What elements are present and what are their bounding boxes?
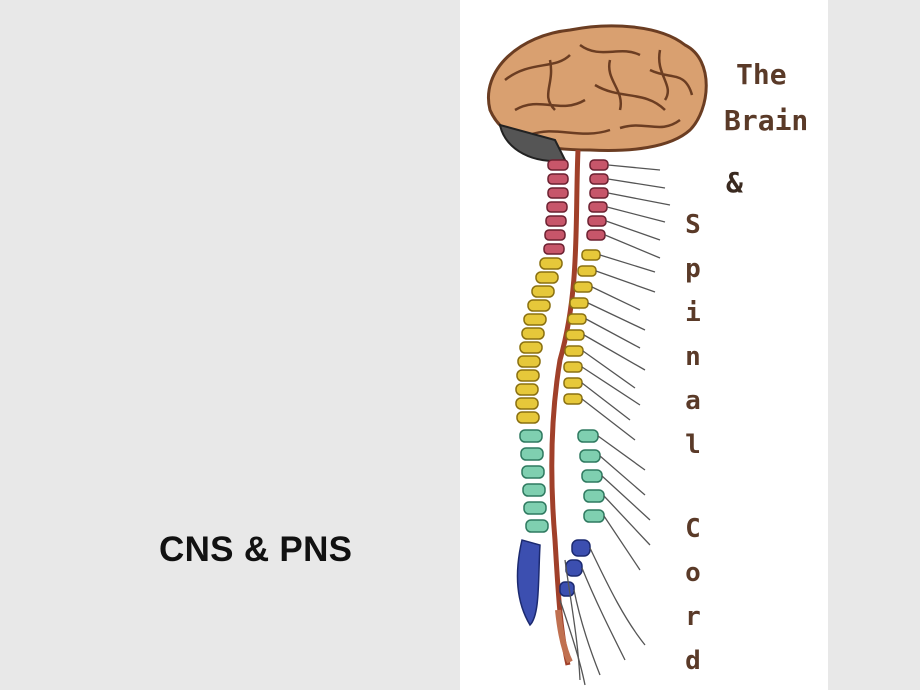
spinal-cord [549, 149, 581, 666]
brain-spinal-cord-illustration: The Brain & Spinal Cord [460, 0, 828, 690]
brain-shape [487, 24, 708, 162]
anatomy-drawing [487, 24, 708, 686]
slide-caption: CNS & PNS [159, 530, 353, 569]
letters-spinal: Spinal [678, 210, 708, 474]
title-brain: Brain [724, 104, 809, 137]
peripheral-nerves [559, 164, 671, 686]
letters-cord: Cord [678, 514, 708, 690]
title-ampersand: & [726, 166, 743, 199]
title-the: The [736, 58, 787, 91]
vertical-word-spinal-cord: Spinal Cord [678, 210, 708, 690]
vertebrae [515, 159, 609, 664]
